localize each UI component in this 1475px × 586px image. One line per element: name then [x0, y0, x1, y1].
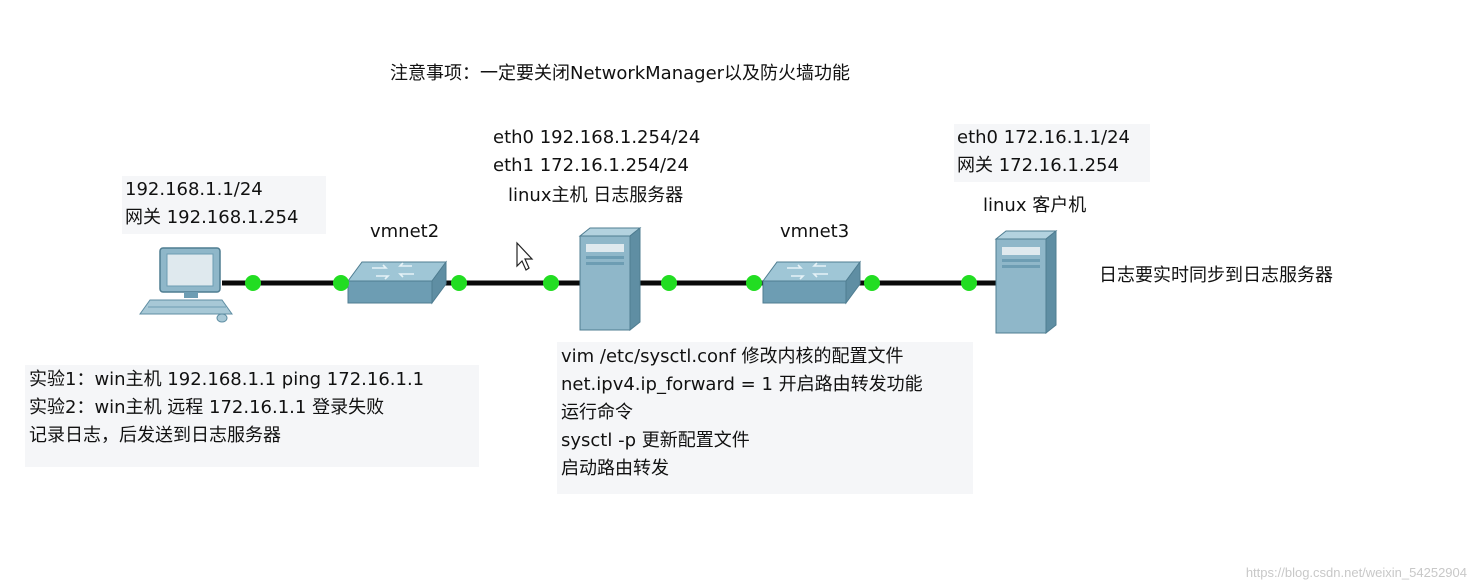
server-icon — [578, 226, 642, 332]
experiment-line: 实验2：win主机 远程 172.16.1.1 登录失败 — [29, 397, 385, 418]
port-dot — [451, 275, 467, 291]
vmnet2-label: vmnet2 — [370, 221, 440, 242]
server-name: linux主机 日志服务器 — [508, 185, 684, 206]
config-line: net.ipv4.ip_forward = 1 开启路由转发功能 — [561, 374, 923, 395]
sync-note: 日志要实时同步到日志服务器 — [1099, 265, 1333, 286]
client-eth0: eth0 172.16.1.1/24 — [957, 127, 1131, 148]
port-dot — [245, 275, 261, 291]
server-eth1: eth1 172.16.1.254/24 — [493, 155, 689, 176]
client-server-icon — [994, 229, 1058, 335]
switch-vmnet3-icon — [762, 260, 861, 305]
watermark: https://blog.csdn.net/weixin_54252904 — [1245, 565, 1467, 580]
pc-icon — [139, 247, 233, 323]
experiments-panel: 实验1：win主机 192.168.1.1 ping 172.16.1.1 实验… — [25, 365, 479, 467]
client-gateway: 网关 172.16.1.254 — [957, 155, 1119, 176]
server-config-panel: vim /etc/sysctl.conf 修改内核的配置文件 net.ipv4.… — [557, 342, 973, 494]
win-host-ip: 192.168.1.1/24 — [125, 179, 263, 200]
notice-text: 注意事项：一定要关闭NetworkManager以及防火墙功能 — [390, 63, 851, 84]
port-dot — [543, 275, 559, 291]
experiment-line: 记录日志，后发送到日志服务器 — [29, 425, 281, 446]
win-host-info: 192.168.1.1/24 网关 192.168.1.254 — [122, 176, 326, 234]
config-line: 启动路由转发 — [561, 458, 669, 479]
config-line: sysctl -p 更新配置文件 — [561, 430, 750, 451]
mouse-cursor-icon — [516, 241, 534, 271]
port-dot — [961, 275, 977, 291]
config-line: vim /etc/sysctl.conf 修改内核的配置文件 — [561, 346, 904, 367]
port-dot — [746, 275, 762, 291]
client-info: eth0 172.16.1.1/24 网关 172.16.1.254 — [954, 124, 1150, 182]
port-indicators — [245, 275, 977, 291]
client-name: linux 客户机 — [983, 195, 1087, 216]
port-dot — [333, 275, 349, 291]
port-dot — [864, 275, 880, 291]
experiment-line: 实验1：win主机 192.168.1.1 ping 172.16.1.1 — [29, 369, 425, 390]
vmnet3-label: vmnet3 — [780, 221, 850, 242]
switch-vmnet2-icon — [347, 260, 447, 305]
config-line: 运行命令 — [561, 402, 633, 423]
win-host-gateway: 网关 192.168.1.254 — [125, 207, 299, 228]
port-dot — [661, 275, 677, 291]
server-eth0: eth0 192.168.1.254/24 — [493, 127, 701, 148]
